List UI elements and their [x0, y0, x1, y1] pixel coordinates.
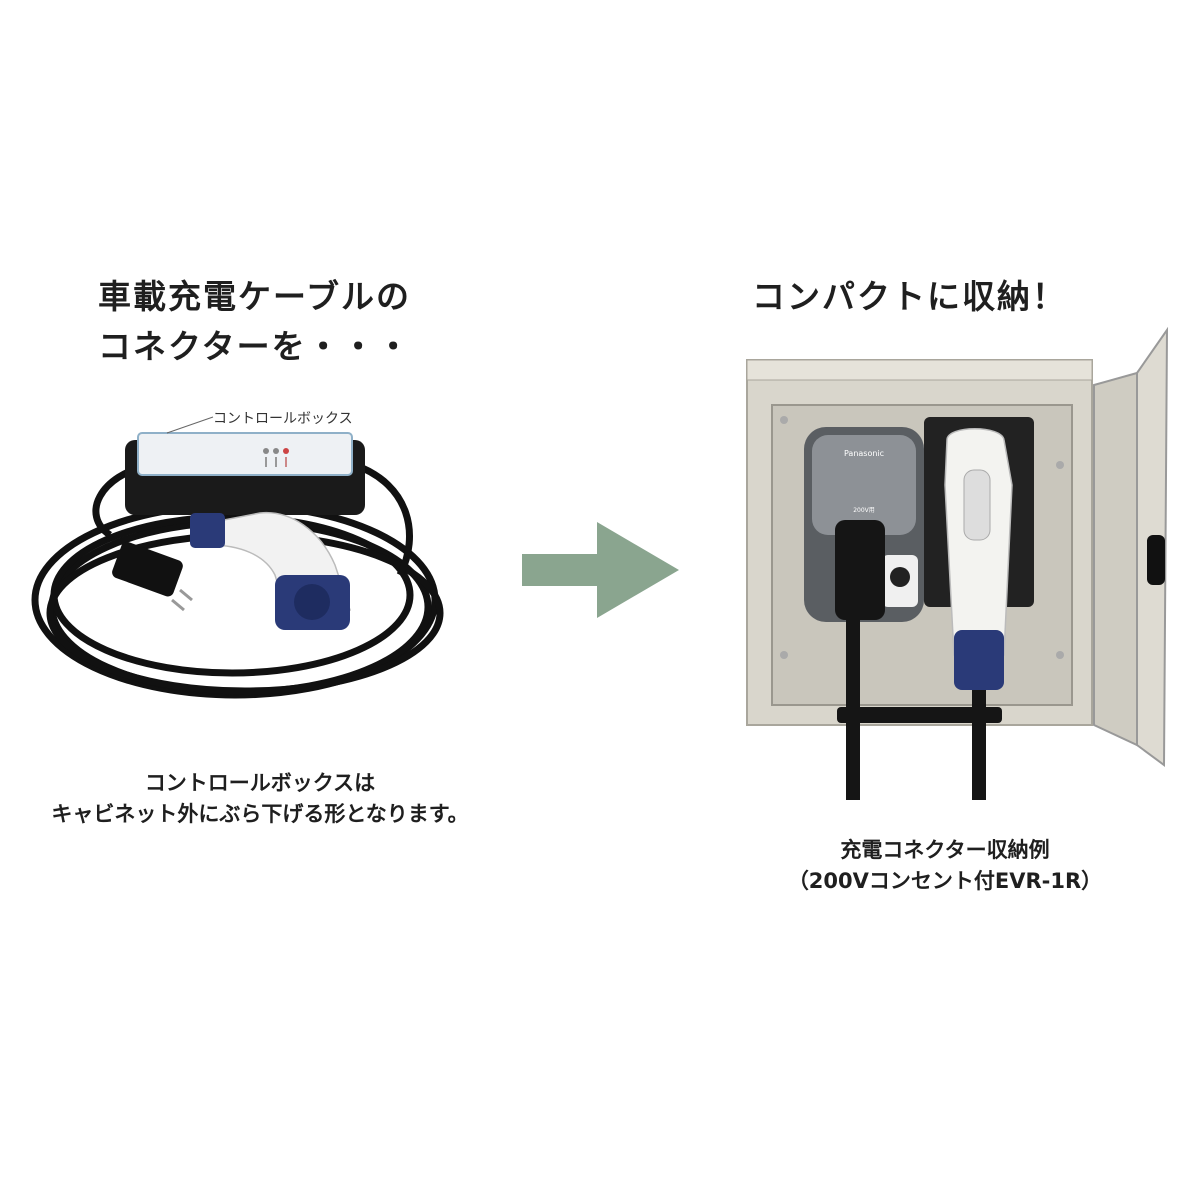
left-caption-line1: コントロールボックスは — [144, 771, 376, 795]
control-box-callout-line — [165, 410, 215, 435]
left-heading-line2: コネクターを・・・ — [98, 327, 412, 366]
arrow-right-icon — [522, 522, 682, 618]
charging-cable-image — [20, 395, 460, 715]
right-heading: コンパクトに収納！ — [752, 277, 1067, 316]
cabinet-illustration: Panasonic 200V用 — [746, 326, 1169, 800]
charging-cable-illustration — [31, 432, 444, 699]
left-heading-line1: 車載充電ケーブルの — [98, 277, 412, 316]
right-caption: 充電コネクター収納例 （200Vコンセント付EVR-1R） — [760, 835, 1130, 897]
right-caption-line2: （200Vコンセント付EVR-1R） — [787, 869, 1103, 893]
left-caption: コントロールボックスは キャビネット外にぶら下げる形となります。 — [0, 768, 520, 830]
left-heading: 車載充電ケーブルの コネクターを・・・ — [98, 272, 412, 372]
outlet-voltage-label: 200V用 — [853, 507, 875, 514]
cabinet-image: Panasonic 200V用 — [742, 325, 1172, 805]
control-box-label: コントロールボックス — [213, 411, 353, 427]
left-caption-line2: キャビネット外にぶら下げる形となります。 — [51, 802, 469, 826]
outlet-brand: Panasonic — [844, 449, 884, 458]
right-caption-line1: 充電コネクター収納例 — [840, 838, 1050, 862]
